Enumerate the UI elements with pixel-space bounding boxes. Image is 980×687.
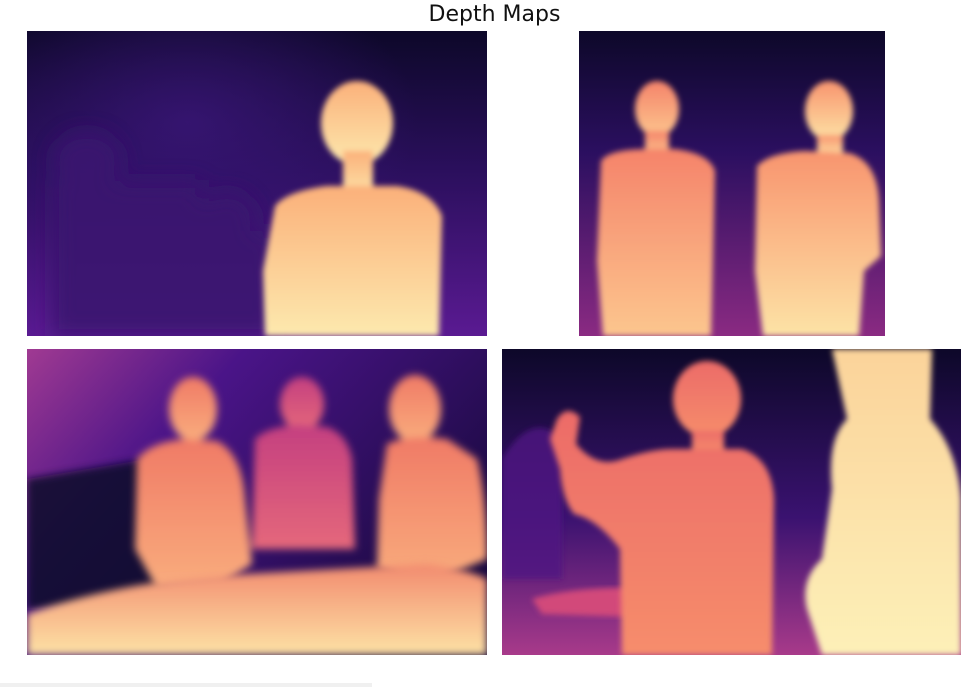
depth-map-panel-3 — [27, 349, 487, 655]
depth-map-panel-4 — [502, 349, 961, 655]
depth-map-panel-1 — [27, 31, 487, 336]
depth-map-panel-2 — [579, 31, 885, 336]
depth-map-two-people-image — [579, 31, 885, 336]
depth-map-two-people-gesturing-image — [502, 349, 961, 655]
figure-title: Depth Maps — [428, 2, 561, 27]
depth-map-single-person-image — [27, 31, 487, 336]
bottom-scrollbar[interactable] — [0, 683, 372, 687]
depth-map-three-seated-people-image — [27, 349, 487, 655]
